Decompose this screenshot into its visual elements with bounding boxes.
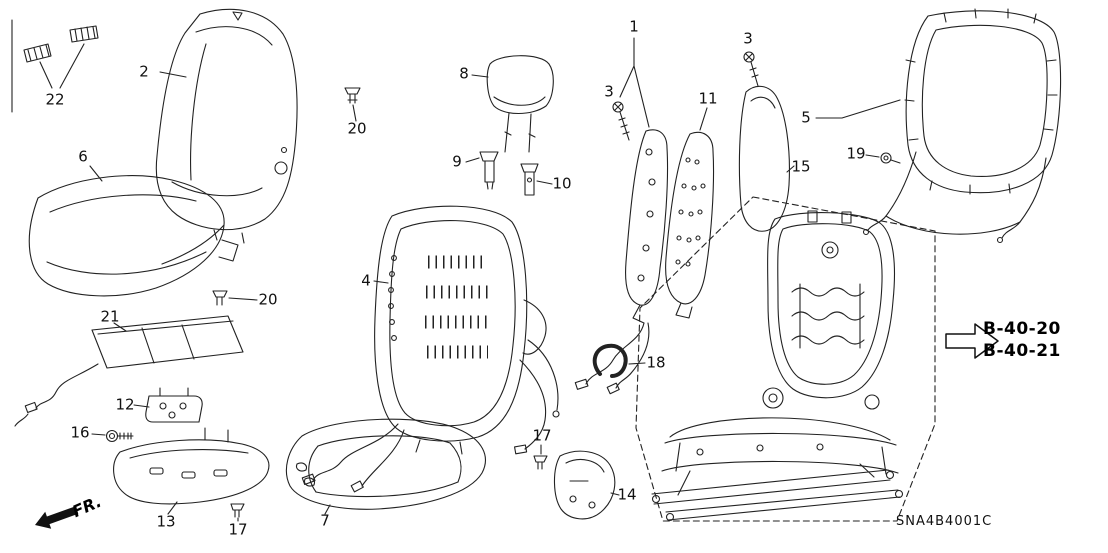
- part-label-16: 16: [70, 423, 90, 442]
- fr-arrow: [35, 506, 79, 529]
- part-20-clip-mid: [212, 290, 258, 306]
- part-label-13: 13: [156, 512, 176, 531]
- part-label-4: 4: [361, 271, 371, 290]
- part-17-clip-left: [230, 503, 245, 522]
- part-12-bracket: [133, 387, 203, 423]
- part-label-3-right: 3: [743, 29, 753, 48]
- part-3-screw-right: [743, 51, 759, 87]
- cross-reference-block: B-40-20 B-40-21: [983, 318, 1061, 362]
- part-label-22: 22: [45, 90, 65, 109]
- part-label-15: 15: [791, 157, 811, 176]
- part-label-17-right: 17: [532, 426, 552, 445]
- part-label-14: 14: [617, 485, 637, 504]
- part-16-bolt: [91, 429, 134, 443]
- part-14-recline-cover: [553, 450, 620, 520]
- part-label-21: 21: [100, 307, 120, 326]
- cross-reference-b-40-21: B-40-21: [983, 341, 1061, 361]
- part-label-19: 19: [846, 144, 866, 163]
- part-1-assembly: [574, 37, 669, 395]
- part-19-grommet: [865, 152, 901, 164]
- part-21-heater-pad: [14, 315, 244, 427]
- part-9-headrest-guide: [465, 151, 499, 190]
- part-label-17-left: 17: [228, 520, 248, 539]
- part-label-10: 10: [552, 174, 572, 193]
- part-22-clips: [11, 19, 99, 113]
- part-label-20-upper: 20: [347, 119, 367, 138]
- part-label-8: 8: [459, 64, 469, 83]
- part-13-side-cover: [113, 427, 270, 515]
- reference-arrow: [945, 323, 999, 359]
- part-3-screw-left: [612, 101, 630, 141]
- part-7-cushion-pad: [285, 418, 486, 515]
- part-6-cushion-trim: [28, 165, 239, 297]
- part-17-clip-right: [533, 444, 548, 470]
- part-5-back-frame: [815, 8, 1062, 244]
- part-18-hook: [592, 343, 646, 378]
- frame-assembly: [635, 196, 936, 522]
- part-11-back-panel: [665, 107, 715, 319]
- part-4-back-pad: [301, 205, 560, 493]
- part-label-5: 5: [801, 108, 811, 127]
- part-label-12: 12: [115, 395, 135, 414]
- part-2-seat-back-trim: [155, 8, 298, 244]
- cross-reference-b-40-20: B-40-20: [983, 319, 1061, 339]
- part-label-11: 11: [698, 89, 718, 108]
- part-20-clip-upper: [344, 87, 361, 122]
- part-label-6: 6: [78, 147, 88, 166]
- part-label-18: 18: [646, 353, 666, 372]
- part-label-20-mid: 20: [258, 290, 278, 309]
- part-label-1: 1: [629, 17, 639, 36]
- part-10-headrest-guide: [520, 163, 553, 196]
- part-8-headrest: [471, 55, 554, 153]
- part-15-side-pad: [738, 85, 795, 232]
- part-label-2: 2: [139, 62, 149, 81]
- diagram-code: SNA4B4001C: [896, 514, 993, 529]
- part-label-3-left: 3: [604, 82, 614, 101]
- part-label-9: 9: [452, 152, 462, 171]
- part-label-7: 7: [320, 511, 330, 530]
